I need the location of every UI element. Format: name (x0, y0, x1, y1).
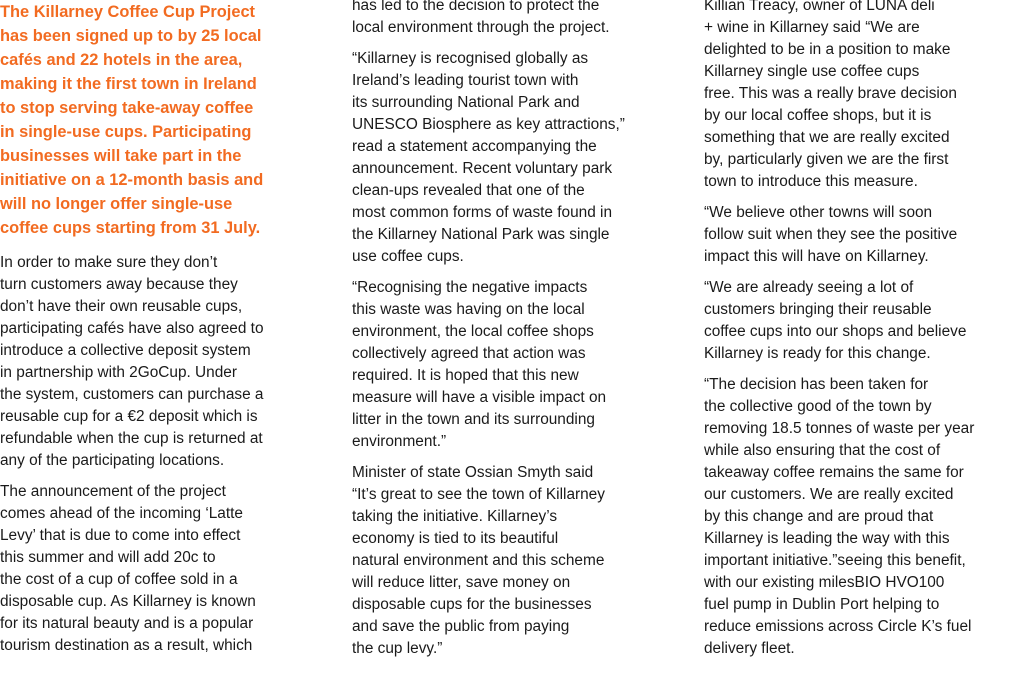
body-paragraph: has led to the decision to protect the l… (352, 0, 610, 36)
body-paragraph: Minister of state Ossian Smyth said “It’… (352, 464, 605, 657)
column-1: The Killarney Coffee Cup Project has bee… (0, 0, 330, 666)
body-paragraph: The announcement of the project comes ah… (0, 483, 256, 654)
body-paragraph: In order to make sure they don’t turn cu… (0, 254, 264, 469)
body-paragraph: Killian Treacy, owner of LUNA deli + win… (704, 0, 957, 190)
column-3: Killian Treacy, owner of LUNA deli + win… (704, 0, 1031, 669)
quote-paragraph: “Recognising the negative impacts this w… (352, 279, 607, 450)
quote-paragraph: “Killarney is recognised globally as Ire… (352, 50, 625, 265)
quote-paragraph: “We are already seeing a lot of customer… (704, 279, 967, 362)
quote-paragraph: “The decision has been taken for the col… (704, 376, 975, 657)
quote-paragraph: “We believe other towns will soon follow… (704, 204, 958, 265)
lead-paragraph: The Killarney Coffee Cup Project has bee… (0, 3, 264, 237)
column-2: has led to the decision to protect the l… (352, 0, 682, 669)
